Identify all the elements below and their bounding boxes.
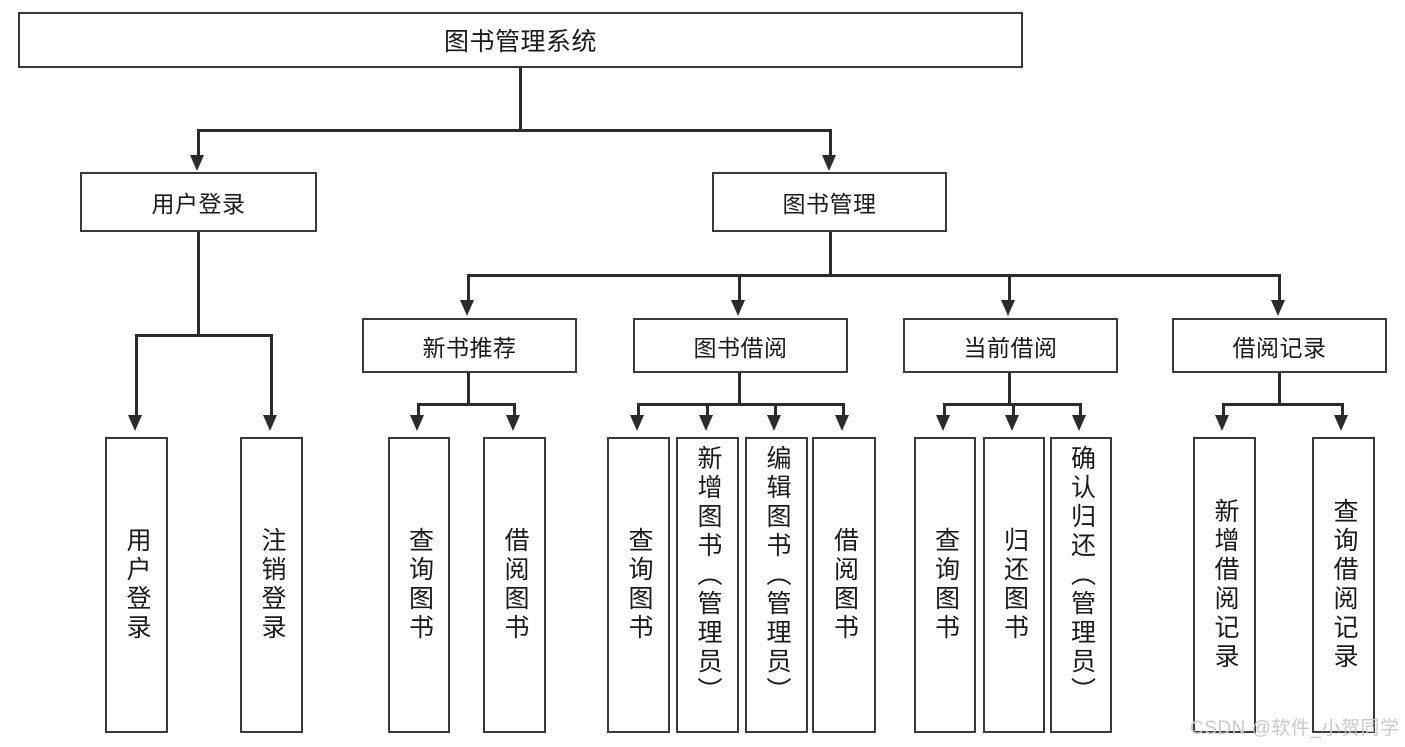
connector-recommend-bus bbox=[417, 403, 515, 406]
arrow-down-icon bbox=[822, 155, 836, 171]
node-root-system[interactable]: 图书管理系统 bbox=[18, 12, 1023, 68]
arrow-down-icon bbox=[190, 155, 204, 171]
connector-userlogin-bus bbox=[135, 334, 272, 337]
arrow-down-icon bbox=[1005, 415, 1019, 431]
connector-current-stem bbox=[1008, 373, 1011, 405]
arrow-down-icon bbox=[410, 415, 424, 431]
connector-root-drop-2 bbox=[829, 129, 832, 157]
connector-borrow-bus bbox=[637, 403, 844, 406]
connector-bookmgmt-drop-2 bbox=[738, 274, 741, 302]
connector-record-bus bbox=[1222, 403, 1342, 406]
connector-borrow-drop-3 bbox=[774, 403, 777, 417]
arrow-down-icon bbox=[731, 300, 745, 316]
connector-current-drop-2 bbox=[1012, 403, 1015, 417]
arrow-down-icon bbox=[699, 415, 713, 431]
arrow-down-icon bbox=[460, 300, 474, 316]
node-borrow-record[interactable]: 借阅记录 bbox=[1172, 318, 1387, 373]
leaf-logout[interactable]: 注销登录 bbox=[240, 437, 303, 733]
connector-record-stem bbox=[1278, 373, 1281, 405]
arrow-down-icon bbox=[767, 415, 781, 431]
leaf-borrow-book-recommend[interactable]: 借阅图书 bbox=[483, 437, 546, 733]
connector-bookmgmt-drop-1 bbox=[467, 274, 470, 302]
leaf-edit-book-admin[interactable]: 编辑图书（管理员） bbox=[745, 437, 808, 733]
connector-current-drop-1 bbox=[943, 403, 946, 417]
arrow-down-icon bbox=[1271, 300, 1285, 316]
arrow-down-icon bbox=[128, 415, 142, 431]
node-new-book-recommend[interactable]: 新书推荐 bbox=[362, 318, 577, 373]
connector-record-drop-1 bbox=[1222, 403, 1225, 417]
connector-current-drop-3 bbox=[1079, 403, 1082, 417]
arrow-down-icon bbox=[630, 415, 644, 431]
connector-bookmgmt-drop-4 bbox=[1278, 274, 1281, 302]
arrow-down-icon bbox=[936, 415, 950, 431]
connector-recommend-drop-2 bbox=[513, 403, 516, 417]
arrow-down-icon bbox=[1334, 415, 1348, 431]
connector-borrow-drop-2 bbox=[706, 403, 709, 417]
node-book-borrow[interactable]: 图书借阅 bbox=[633, 318, 848, 373]
node-book-management[interactable]: 图书管理 bbox=[712, 172, 947, 232]
connector-record-drop-2 bbox=[1341, 403, 1344, 417]
leaf-add-book-admin[interactable]: 新增图书（管理员） bbox=[676, 437, 739, 733]
connector-bookmgmt-stem bbox=[829, 232, 832, 276]
arrow-down-icon bbox=[506, 415, 520, 431]
leaf-query-borrow-record[interactable]: 查询借阅记录 bbox=[1312, 437, 1375, 733]
leaf-user-login[interactable]: 用户登录 bbox=[105, 437, 168, 733]
leaf-confirm-return-admin[interactable]: 确认归还（管理员） bbox=[1050, 437, 1112, 733]
leaf-query-book-borrow[interactable]: 查询图书 bbox=[607, 437, 670, 733]
arrow-down-icon bbox=[1001, 300, 1015, 316]
connector-borrow-stem bbox=[738, 373, 741, 405]
connector-recommend-drop-1 bbox=[417, 403, 420, 417]
leaf-query-book-current[interactable]: 查询图书 bbox=[914, 437, 976, 733]
connector-root-bus bbox=[197, 129, 831, 132]
node-user-login[interactable]: 用户登录 bbox=[80, 172, 317, 232]
connector-bookmgmt-bus bbox=[467, 274, 1280, 277]
leaf-borrow-book[interactable]: 借阅图书 bbox=[812, 437, 876, 733]
connector-bookmgmt-drop-3 bbox=[1008, 274, 1011, 302]
connector-root-drop-1 bbox=[197, 129, 200, 157]
connector-userlogin-stem bbox=[197, 232, 200, 336]
connector-userlogin-drop-1 bbox=[135, 334, 138, 417]
connector-userlogin-drop-2 bbox=[270, 334, 273, 417]
connector-borrow-drop-1 bbox=[637, 403, 640, 417]
leaf-return-book[interactable]: 归还图书 bbox=[983, 437, 1045, 733]
arrow-down-icon bbox=[835, 415, 849, 431]
node-current-borrow[interactable]: 当前借阅 bbox=[903, 318, 1118, 373]
arrow-down-icon bbox=[263, 415, 277, 431]
leaf-add-borrow-record[interactable]: 新增借阅记录 bbox=[1193, 437, 1256, 733]
leaf-query-book-recommend[interactable]: 查询图书 bbox=[388, 437, 450, 733]
connector-root-stem bbox=[519, 68, 522, 130]
arrow-down-icon bbox=[1072, 415, 1086, 431]
connector-borrow-drop-4 bbox=[842, 403, 845, 417]
connector-recommend-stem bbox=[467, 373, 470, 405]
arrow-down-icon bbox=[1215, 415, 1229, 431]
